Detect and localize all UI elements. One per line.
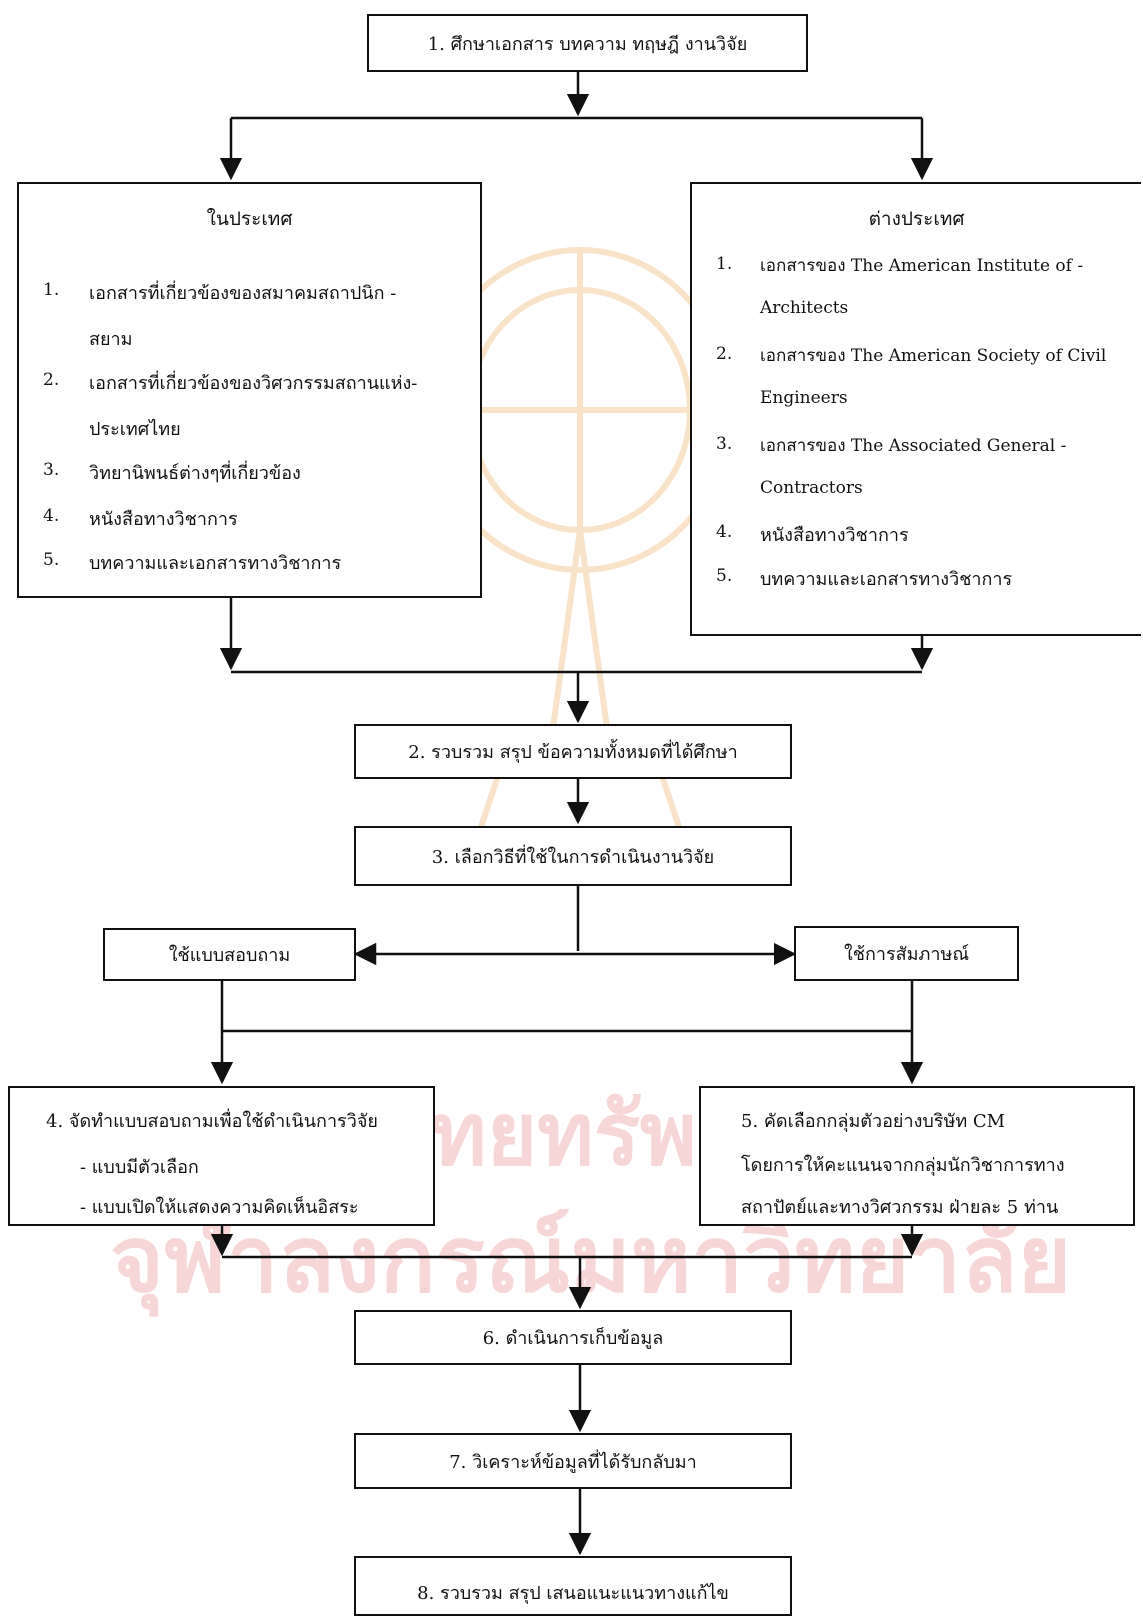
step-2-label: 2. รวบรวม สรุป ข้อความทั้งหมดที่ได้ศึกษา [408, 742, 738, 763]
item-number: 1. [43, 280, 60, 300]
step-8-box: 8. รวบรวม สรุป เสนอแนะแนวทางแก้ไข [354, 1556, 792, 1616]
item-text: หนังสือทางวิชาการ [760, 525, 909, 546]
step-4-title: 4. จัดทำแบบสอบถามเพื่อใช้ดำเนินการวิจัย [46, 1111, 378, 1132]
step-1-label: 1. ศึกษาเอกสาร บทความ ทฤษฎี งานวิจัย [427, 33, 748, 55]
item-number: 4. [716, 522, 733, 542]
domestic-sources-box: ในประเทศ 1. เอกสารที่เกี่ยวข้องของสมาคมส… [17, 182, 482, 598]
method-questionnaire-label: ใช้แบบสอบถาม [168, 945, 291, 966]
item-number: 1. [716, 254, 733, 274]
item-text: เอกสารที่เกี่ยวข้องของสมาคมสถาปนิก - [89, 283, 397, 304]
step-3-box: 3. เลือกวิธีที่ใช้ในการดำเนินงานวิจัย [354, 826, 792, 886]
item-text: บทความและเอกสารทางวิชาการ [760, 569, 1013, 590]
method-interview-label: ใช้การสัมภาษณ์ [843, 944, 970, 965]
step-2-box: 2. รวบรวม สรุป ข้อความทั้งหมดที่ได้ศึกษา [354, 724, 792, 779]
step-5-box: 5. คัดเลือกกลุ่มตัวอย่างบริษัท CM โดยการ… [699, 1086, 1135, 1226]
item-number: 4. [43, 506, 60, 526]
item-text: เอกสารของ The Associated General - [760, 436, 1067, 456]
foreign-sources-box: ต่างประเทศ 1. เอกสารของ The American Ins… [690, 182, 1141, 636]
step-4-box: 4. จัดทำแบบสอบถามเพื่อใช้ดำเนินการวิจัย … [8, 1086, 435, 1226]
item-text: เอกสารของ The American Institute of - [760, 256, 1084, 276]
item-text: เอกสารของ The American Society of Civil [760, 346, 1107, 366]
method-questionnaire-box: ใช้แบบสอบถาม [103, 928, 356, 981]
step-5-line-1: 5. คัดเลือกกลุ่มตัวอย่างบริษัท CM [741, 1111, 1006, 1132]
item-text: หนังสือทางวิชาการ [89, 509, 238, 530]
step-4-bullet-1: - แบบมีตัวเลือก [80, 1157, 199, 1178]
foreign-title: ต่างประเทศ [868, 208, 965, 230]
item-number: 2. [716, 344, 733, 364]
item-number: 3. [43, 460, 60, 480]
item-text-cont: Contractors [760, 478, 863, 498]
step-5-line-2: โดยการให้คะแนนจากกลุ่มนักวิชาการทาง [741, 1155, 1065, 1176]
item-number: 5. [716, 566, 733, 586]
item-number: 3. [716, 434, 733, 454]
item-text-cont: ประเทศไทย [89, 419, 181, 440]
item-text: บทความและเอกสารทางวิชาการ [89, 553, 342, 574]
step-7-label: 7. วิเคราะห์ข้อมูลที่ได้รับกลับมา [449, 1451, 697, 1473]
item-text: เอกสารที่เกี่ยวข้องของวิศวกรรมสถานแห่ง- [89, 373, 418, 394]
step-7-box: 7. วิเคราะห์ข้อมูลที่ได้รับกลับมา [354, 1433, 792, 1489]
step-3-label: 3. เลือกวิธีที่ใช้ในการดำเนินงานวิจัย [431, 846, 715, 868]
step-8-label: 8. รวบรวม สรุป เสนอแนะแนวทางแก้ไข [417, 1583, 729, 1604]
step-6-label: 6. ดำเนินการเก็บข้อมูล [482, 1328, 664, 1349]
step-4-bullet-2: - แบบเปิดให้แสดงความคิดเห็นอิสระ [80, 1197, 359, 1218]
step-1-box: 1. ศึกษาเอกสาร บทความ ทฤษฎี งานวิจัย [367, 14, 808, 72]
item-number: 5. [43, 550, 60, 570]
method-interview-box: ใช้การสัมภาษณ์ [794, 926, 1019, 981]
item-number: 2. [43, 370, 60, 390]
step-5-line-3: สถาปัตย์และทางวิศวกรรม ฝ่ายละ 5 ท่าน [741, 1197, 1059, 1218]
step-6-box: 6. ดำเนินการเก็บข้อมูล [354, 1310, 792, 1365]
item-text-cont: Engineers [760, 388, 848, 408]
item-text-cont: สยาม [89, 329, 133, 350]
domestic-title: ในประเทศ [206, 208, 293, 230]
item-text-cont: Architects [760, 298, 849, 318]
item-text: วิทยานิพนธ์ต่างๆที่เกี่ยวข้อง [89, 463, 301, 484]
